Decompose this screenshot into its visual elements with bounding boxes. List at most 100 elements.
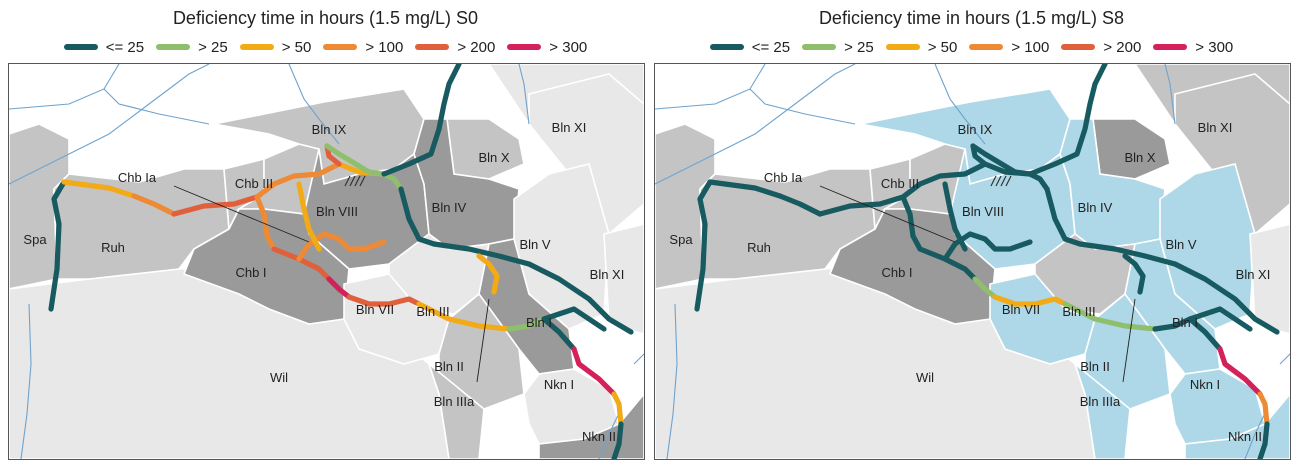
- legend-item: > 100: [323, 39, 403, 56]
- waterway-teltow-bot: [1257, 391, 1270, 427]
- district-label-bln-x: Bln X: [478, 150, 509, 165]
- waterway-spree-w: [61, 179, 137, 199]
- waterway-east-branch: [1187, 306, 1253, 332]
- river-line: [633, 353, 644, 365]
- district-label-bln-viii: Bln VIII: [962, 204, 1004, 219]
- district-label-bln-iii: Bln III: [1062, 304, 1095, 319]
- legend-label: > 300: [1195, 38, 1234, 56]
- waterway-teltow-top: [1187, 316, 1223, 352]
- district-bln-xi: [528, 73, 644, 236]
- waterway-canal-b: [972, 276, 998, 300]
- map-panel-s8: Deficiency time in hours (1.5 mg/L) S8 <…: [650, 0, 1293, 461]
- label-leader-line: [476, 298, 490, 383]
- label-leader-line: [819, 185, 956, 243]
- legend-item: <= 25: [63, 39, 144, 56]
- waterway-north-branch: [1027, 64, 1108, 177]
- district-bln-iiia: [1073, 361, 1131, 459]
- waterway-bln-iii-link: [476, 253, 500, 295]
- district-bln-x: [1092, 118, 1171, 180]
- district-label-bln-ii: Bln II: [434, 359, 464, 374]
- legend-item: > 25: [802, 39, 874, 56]
- waterway-bln-iii-link: [1122, 253, 1146, 295]
- district-label-bln-v: Bln V: [519, 237, 550, 252]
- district-label-nkn-ii: Nkn II: [582, 429, 616, 444]
- legend-label: > 25: [844, 38, 874, 56]
- district-label-bln-ix: Bln IX: [958, 122, 993, 137]
- waterway-north-canal-e: [970, 143, 1033, 177]
- waterway-teltow-end: [611, 421, 624, 459]
- legend-swatch: [802, 44, 837, 50]
- district-bln-x: [446, 118, 525, 180]
- district-label-nkn-i: Nkn I: [1190, 377, 1220, 392]
- district-label-bln-i: Bln I: [1172, 315, 1198, 330]
- map-panel-s0: Deficiency time in hours (1.5 mg/L) S0 <…: [4, 0, 647, 461]
- district-label-spa: Spa: [669, 232, 693, 247]
- district-label-spa: Spa: [23, 232, 47, 247]
- district-label-wil: Wil: [916, 370, 934, 385]
- waterway-chb-link: [254, 194, 277, 252]
- legend-swatch: [969, 44, 1004, 50]
- legend-item: > 25: [156, 39, 228, 56]
- waterway-east-branch: [541, 306, 607, 332]
- district-label-chb-i: Chb I: [881, 265, 912, 280]
- district-label-bln-iv: Bln IV: [432, 200, 467, 215]
- waterway-canal-d: [416, 301, 512, 332]
- river-line: [598, 408, 622, 459]
- legend-label: > 100: [1011, 38, 1050, 56]
- waterway-north-branch: [381, 64, 462, 177]
- waterway-teltow-mid: [1217, 346, 1263, 397]
- river-line: [655, 64, 766, 110]
- district-label-bln-vii: Bln VII: [356, 302, 394, 317]
- legend-swatch: [507, 44, 542, 50]
- waterway-spandau: [694, 179, 713, 312]
- district-label-bln-iii: Bln III: [416, 304, 449, 319]
- waterway-spree-knick: [381, 171, 404, 192]
- district-label-bln-iv: Bln IV: [1078, 200, 1113, 215]
- waterway-spree-bend: [900, 161, 988, 200]
- waterway-spree-ruh: [131, 193, 177, 217]
- label-leader-line: [173, 185, 310, 243]
- waterway-canal-a: [271, 246, 332, 282]
- waterway-canal-a: [917, 246, 978, 282]
- legend-swatch: [323, 44, 358, 50]
- district-label-chb-ia: Chb Ia: [764, 170, 803, 185]
- district-label-bln-vii: Bln VII: [1002, 302, 1040, 317]
- district-label-bln-xi-b: Bln XI: [1236, 267, 1271, 282]
- waterway-canal-c: [992, 294, 1068, 307]
- river-line: [666, 303, 678, 459]
- legend-label: <= 25: [751, 38, 791, 56]
- waterway-canal-b: [326, 276, 352, 300]
- district-label-chb-ia: Chb Ia: [118, 170, 157, 185]
- district-label-bln-viii: Bln VIII: [316, 204, 358, 219]
- district-label-bln-xi: Bln XI: [552, 120, 587, 135]
- waterway-cross-link: [296, 181, 322, 252]
- waterway-spree-w: [707, 179, 783, 199]
- district-label-bln-xi: Bln XI: [1198, 120, 1233, 135]
- river-line: [1244, 408, 1268, 459]
- waterway-canal-e: [1152, 316, 1193, 332]
- district-label-chb-i: Chb I: [235, 265, 266, 280]
- district-label-bln-ix: Bln IX: [312, 122, 347, 137]
- district-bln-xi-b: [1249, 223, 1290, 335]
- district-label-chb-iii: Chb III: [235, 176, 273, 191]
- river-line: [518, 64, 530, 125]
- legend: <= 25 > 25 > 50 > 100 > 200 > 300: [4, 37, 647, 57]
- district-label-ruh: Ruh: [101, 240, 125, 255]
- river-line: [9, 64, 120, 110]
- river-line: [934, 64, 986, 145]
- waterway-cross-link: [942, 181, 968, 252]
- district-bln-iiia: [427, 361, 485, 459]
- waterway-chb-link: [900, 194, 923, 252]
- harbour-symbol: [990, 175, 1012, 187]
- waterway-landwehr: [296, 231, 387, 262]
- waterway-north-canal-e: [324, 143, 387, 177]
- legend-label: > 200: [457, 38, 496, 56]
- legend-swatch: [156, 44, 191, 50]
- district-label-nkn-ii: Nkn II: [1228, 429, 1262, 444]
- label-leader-line: [1122, 298, 1136, 383]
- waterway-teltow-end: [1257, 421, 1270, 459]
- legend-label: > 25: [198, 38, 228, 56]
